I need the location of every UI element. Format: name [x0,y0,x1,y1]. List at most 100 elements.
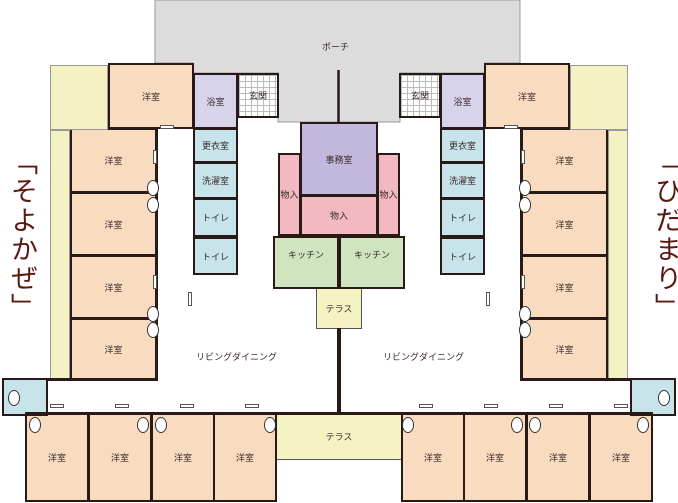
laundry-room-right: 洗濯室 [440,162,485,199]
toilet-label: トイレ [448,214,476,224]
yellow-strip-right [570,65,628,130]
door[interactable] [245,404,259,408]
terrace: テラス [316,288,362,329]
door[interactable] [180,404,194,408]
door[interactable] [549,404,563,408]
laundry-room-left: 洗濯室 [193,162,238,199]
door[interactable] [160,125,174,129]
western-room-label: 洋室 [517,92,536,103]
western-room-left: 洋室 [70,192,157,256]
western-room-label: 洋室 [423,453,442,464]
storage-label: 物入 [329,212,348,222]
wall [520,128,523,381]
door[interactable] [521,275,525,289]
western-room-right: 洋室 [463,412,527,502]
toilet-fixture-icon [264,417,276,433]
toilet-fixture-icon [147,197,159,213]
door[interactable] [115,404,129,408]
toilet-label: トイレ [201,252,229,263]
western-room-label: 洋室 [611,453,630,464]
toilet-fixture-icon [519,180,531,196]
toilet-fixture-icon [29,417,41,433]
toilet-fixture-icon [147,180,159,196]
storage-left: 物入 [278,153,301,236]
wall [338,328,341,414]
door[interactable] [153,150,157,164]
toilet-fixture-icon [402,417,414,433]
porch-label: ポーチ [322,43,350,53]
western-room-right: 洋室 [521,255,608,319]
yellow-strip-right [608,130,628,380]
western-room-right: 洋室 [484,63,570,129]
entrance-label: 玄関 [410,92,429,102]
toilet-right: トイレ [440,237,485,275]
western-room-label: 洋室 [104,283,123,294]
bathroom-left: 浴室 [193,73,238,129]
dressing-room-right: 更衣室 [440,128,485,163]
toilet-fixture-icon [519,322,531,338]
western-room-left: 洋室 [70,318,157,381]
toilet-fixture-icon [147,306,159,322]
toilet-fixture-icon [511,417,523,433]
toilet-left: トイレ [193,237,238,275]
dressing-room-label: 更衣室 [201,142,229,152]
western-room-label: 洋室 [555,346,574,356]
toilet-fixture-icon [147,322,159,338]
storage-right: 物入 [377,153,400,236]
terrace: テラス [276,413,402,460]
terrace-label: テラス [325,433,353,443]
door[interactable] [484,404,498,408]
western-room-label: 洋室 [104,220,123,231]
door[interactable] [419,404,433,408]
wall [155,128,158,381]
western-room-label: 洋室 [104,346,123,356]
entrance-label: 玄関 [248,92,267,102]
yellow-strip-left [50,65,108,130]
toilet-fixture-icon [137,417,149,433]
door[interactable] [50,404,64,408]
door[interactable] [614,404,628,408]
toilet-fixture-icon [155,417,167,433]
western-room-label: 洋室 [485,453,504,464]
wall [521,378,631,381]
western-room-right: 洋室 [521,318,608,381]
toilet-fixture-icon [519,306,531,322]
wing-label-soyokaze: 「そよかぜ」 [6,148,37,322]
living-dining-left-label: リビングダイニング [196,353,278,363]
door[interactable] [486,292,490,306]
kitchen-label: キッチン [287,251,324,261]
yellow-strip-left [50,130,70,380]
office-label: 事務室 [325,155,353,166]
dressing-room-left: 更衣室 [193,128,238,163]
toilet-fixture-icon [519,197,531,213]
western-room-left: 洋室 [108,63,194,129]
door[interactable] [153,275,157,289]
toilet-label: トイレ [448,252,476,263]
storage-label: 物入 [379,191,398,201]
door[interactable] [521,150,525,164]
door[interactable] [504,125,518,129]
toilet-fixture-icon [658,390,670,406]
bathroom-label: 浴室 [453,97,472,108]
toilet-label: トイレ [201,214,229,224]
toilet-fixture-icon [529,417,541,433]
office: 事務室 [300,122,378,196]
western-room-right: 洋室 [521,128,608,193]
kitchen-right: キッチン [339,236,405,289]
kitchen-label: キッチン [353,251,390,261]
kitchen-left: キッチン [273,236,339,289]
storage-label: 物入 [280,191,299,201]
western-room-label: 洋室 [555,157,574,167]
western-room-right: 洋室 [521,192,608,256]
terrace-label: テラス [325,305,353,315]
western-room-label: 洋室 [47,453,66,464]
western-room-label: 洋室 [104,157,123,167]
western-room-label: 洋室 [548,453,567,464]
bathroom-right: 浴室 [440,73,485,129]
storage: 物入 [300,195,378,236]
western-room-label: 洋室 [141,92,160,103]
door[interactable] [188,292,192,306]
western-room-left: 洋室 [70,255,157,319]
wall [47,378,157,381]
